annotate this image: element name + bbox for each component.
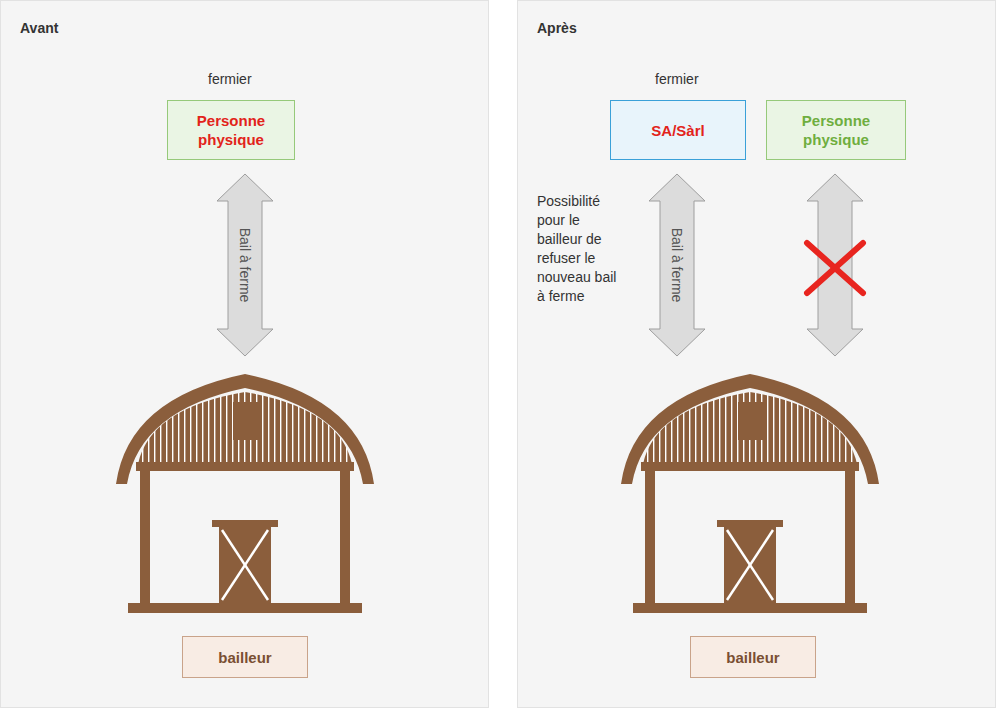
role-label: fermier [655, 70, 699, 89]
note-text: Possibilité pour le bailleur de refuser … [537, 192, 625, 306]
landlord-box: bailleur [182, 636, 308, 678]
box-text: bailleur [218, 648, 271, 667]
barn-after [621, 374, 879, 613]
box-text: SA/Sàrl [651, 121, 704, 140]
arrow-label: Bail à ferme [669, 228, 685, 303]
box-text: Personne physique [777, 111, 895, 149]
cross-line [807, 243, 863, 293]
box-text: bailleur [726, 648, 779, 667]
lease-arrow [649, 174, 705, 356]
cross-line [807, 243, 863, 293]
barn-before [116, 374, 374, 613]
landlord-box: bailleur [690, 636, 816, 678]
tenant-box: Personne physique [167, 100, 295, 160]
lease-arrow [807, 174, 863, 356]
panel-heading: Avant [20, 19, 140, 38]
tenant-box: Personne physique [766, 100, 906, 160]
lease-arrow [217, 174, 273, 356]
role-label: fermier [208, 70, 252, 89]
panel-heading: Après [537, 19, 657, 38]
arrow-label: Bail à ferme [237, 228, 253, 303]
company-box: SA/Sàrl [610, 100, 746, 160]
box-text: Personne physique [178, 111, 284, 149]
